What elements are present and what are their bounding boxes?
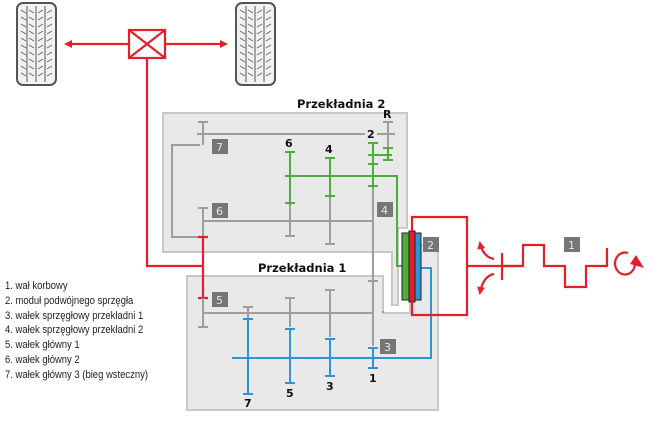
- numbox-7: 7: [212, 139, 228, 154]
- numbox-1: 1: [564, 237, 580, 252]
- legend-item: 2. moduł podwójnego sprzęgła: [5, 294, 134, 307]
- legend-item: 6. wałek główny 2: [5, 353, 80, 366]
- gear-label-1: 1: [369, 372, 377, 385]
- gear-label-3: 3: [326, 380, 334, 393]
- input-shaft-1: [232, 267, 432, 395]
- svg-text:6: 6: [216, 205, 223, 218]
- dual-clutch-module: [401, 230, 422, 303]
- numbox-3: 3: [380, 339, 396, 354]
- gear-label-4: 4: [325, 143, 333, 156]
- torque-arrows: [477, 241, 495, 295]
- gear-label-7: 7: [244, 397, 252, 410]
- svg-text:5: 5: [216, 294, 223, 307]
- numbox-4: 4: [377, 202, 393, 217]
- legend-item: 3. wałek sprzęgłowy przekładni 1: [5, 309, 144, 322]
- legend-item: 4. wałek sprzęgłowy przekładni 2: [5, 324, 144, 337]
- rotation-arrow-icon: [613, 251, 644, 276]
- svg-text:7: 7: [216, 141, 223, 154]
- input-shaft-2: [285, 142, 405, 267]
- left-tire-icon: [16, 2, 57, 86]
- legend: 1. wał korbowy 2. moduł podwójnego sprzę…: [5, 279, 148, 383]
- gearbox1-title: Przekładnia 1: [258, 261, 346, 275]
- crankshaft: [410, 215, 609, 317]
- gear-label-2: 2: [367, 128, 375, 141]
- numbox-6: 6: [212, 203, 228, 218]
- legend-item: 5. wałek główny 1: [5, 339, 80, 352]
- numbox-2: 2: [423, 237, 439, 252]
- legend-item: 1. wał korbowy: [5, 280, 68, 292]
- gearbox2-gray-shafts: [171, 121, 395, 317]
- svg-text:2: 2: [427, 239, 434, 252]
- svg-text:4: 4: [381, 204, 388, 217]
- gearbox2-housing: [162, 112, 408, 306]
- gear-label-5: 5: [286, 387, 294, 400]
- svg-text:1: 1: [568, 239, 575, 252]
- gear-label-reverse: R: [383, 108, 392, 121]
- gearbox1-gray-shafts: [198, 280, 384, 346]
- right-tire-icon: [235, 2, 276, 86]
- numbox-5: 5: [212, 292, 228, 307]
- svg-text:3: 3: [384, 341, 391, 354]
- legend-item: 7. wałek główny 3 (bieg wsteczny): [5, 368, 149, 381]
- gearbox2-title: Przekładnia 2: [297, 97, 385, 111]
- gear-label-6: 6: [285, 137, 293, 150]
- differential: [64, 28, 228, 268]
